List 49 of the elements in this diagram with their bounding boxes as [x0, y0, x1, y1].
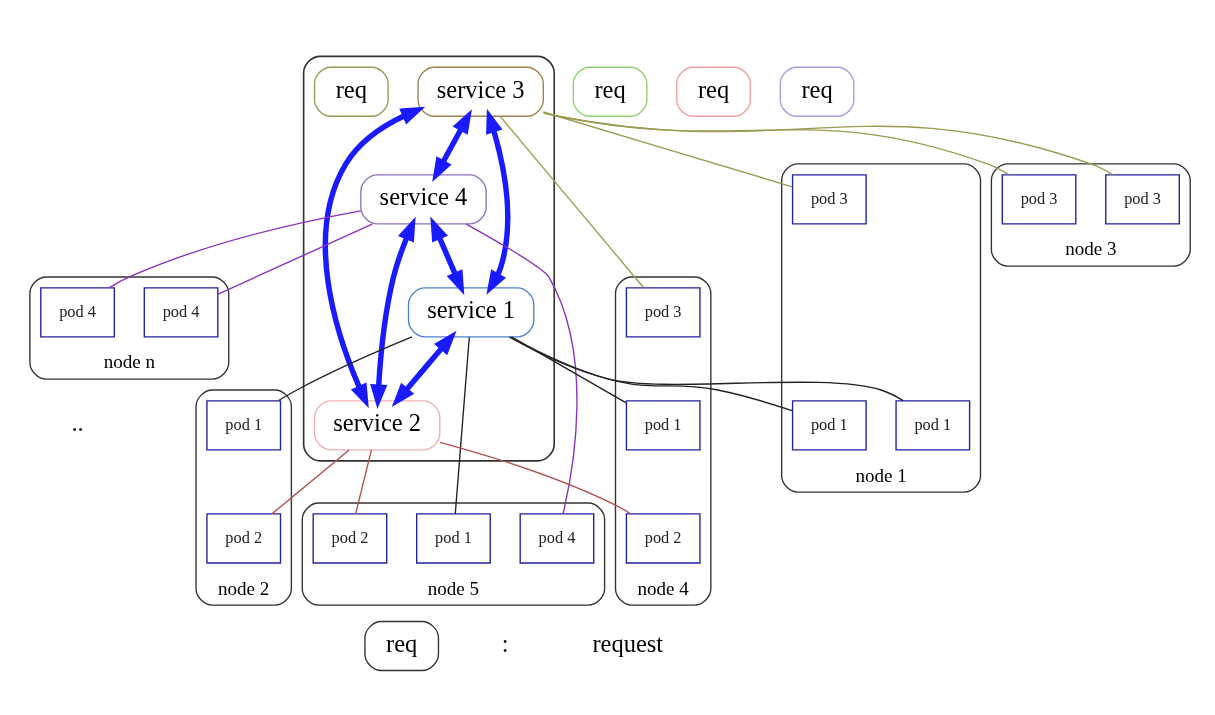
- connector: [499, 115, 644, 288]
- connector: [465, 222, 578, 515]
- connector: [511, 335, 627, 403]
- node-box: req: [313, 66, 389, 117]
- node-box: req: [572, 66, 648, 117]
- label: :: [501, 629, 509, 657]
- connector: [508, 335, 904, 401]
- arrow: [322, 106, 426, 408]
- node-box: pod 4: [519, 512, 595, 564]
- connector: [439, 441, 632, 514]
- node-box: pod 1: [206, 399, 282, 451]
- arrow: [370, 216, 416, 409]
- node-box: pod 1: [625, 399, 701, 451]
- connector: [217, 222, 373, 295]
- connector: [542, 111, 1114, 175]
- arrow: [486, 108, 511, 295]
- node-box: pod 3: [791, 173, 867, 225]
- connector: [278, 335, 413, 401]
- connector: [454, 336, 470, 515]
- node-box: req: [676, 66, 751, 117]
- node-box: service 4: [360, 173, 487, 225]
- connector: [510, 335, 793, 411]
- node-box: pod 4: [143, 286, 219, 338]
- node-box: pod 3: [625, 286, 701, 338]
- node-box: service 3: [417, 66, 544, 117]
- node-box: req: [779, 66, 855, 117]
- node-box: pod 4: [40, 286, 115, 338]
- connector: [542, 110, 793, 187]
- label: ..: [71, 408, 84, 436]
- cluster: [302, 55, 556, 462]
- node-box: pod 1: [895, 399, 971, 451]
- arrow: [391, 330, 457, 407]
- node-box: pod 2: [312, 512, 388, 564]
- connector: [108, 209, 362, 288]
- node-box: pod 3: [1001, 173, 1077, 225]
- node-box: pod 1: [416, 512, 491, 564]
- arrow: [432, 108, 472, 182]
- connector: [542, 111, 1010, 175]
- arrow: [430, 216, 465, 295]
- node-box: pod 2: [625, 512, 701, 564]
- node-box: pod 2: [206, 512, 282, 564]
- label: request: [592, 629, 664, 657]
- node-box: service 2: [313, 399, 441, 451]
- node-box: pod 3: [1105, 173, 1180, 225]
- connector: [355, 449, 373, 514]
- node-box: req: [364, 620, 440, 671]
- node-box: service 1: [407, 286, 535, 338]
- connector: [271, 448, 350, 514]
- node-box: pod 1: [791, 399, 867, 451]
